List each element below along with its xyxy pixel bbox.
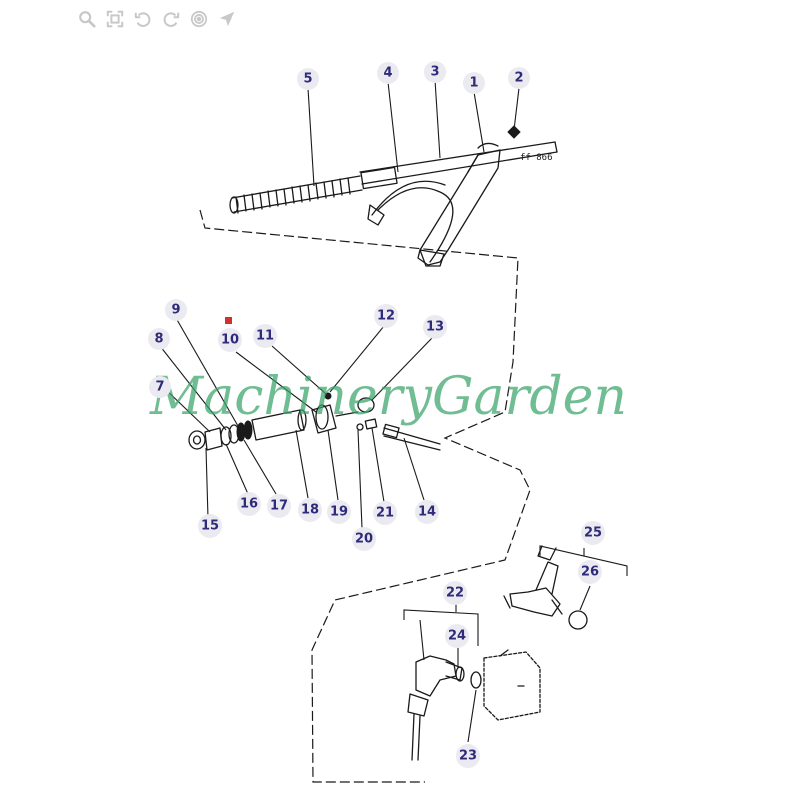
rotate-right-icon[interactable] [160, 8, 182, 30]
svg-text:25: 25 [584, 526, 602, 541]
callout-11[interactable]: 11 [253, 324, 277, 348]
callout-24[interactable]: 24 [445, 624, 469, 648]
viewer-toolbar [76, 8, 238, 30]
fit-screen-icon[interactable] [104, 8, 126, 30]
callout-18[interactable]: 18 [298, 498, 322, 522]
leader-lines [159, 79, 628, 743]
svg-text:4: 4 [383, 66, 392, 81]
svg-text:17: 17 [270, 499, 288, 514]
zoom-icon[interactable] [76, 8, 98, 30]
callout-15[interactable]: 15 [198, 514, 222, 538]
svg-text:23: 23 [459, 749, 477, 764]
callout-1[interactable]: 1 [463, 72, 485, 94]
svg-text:13: 13 [426, 320, 444, 335]
part-code-label: ff 866 [520, 153, 553, 163]
target-icon[interactable] [188, 8, 210, 30]
svg-text:16: 16 [240, 497, 258, 512]
callout-13[interactable]: 13 [423, 315, 447, 339]
svg-text:14: 14 [418, 505, 436, 520]
callout-2[interactable]: 2 [508, 67, 530, 89]
svg-text:2: 2 [514, 71, 523, 86]
callout-21[interactable]: 21 [373, 501, 397, 525]
svg-text:7: 7 [155, 380, 164, 395]
svg-text:24: 24 [448, 629, 466, 644]
callout-12[interactable]: 12 [374, 304, 398, 328]
callout-3[interactable]: 3 [424, 61, 446, 83]
svg-text:10: 10 [221, 333, 239, 348]
svg-text:11: 11 [256, 329, 274, 344]
spring [229, 175, 363, 214]
callout-25[interactable]: 25 [581, 521, 605, 545]
red-marker [225, 317, 232, 324]
svg-text:26: 26 [581, 565, 599, 580]
watermark-text: MachineryGarden [149, 367, 627, 427]
group-outline [199, 209, 531, 783]
pointer-icon[interactable] [216, 8, 238, 30]
callout-14[interactable]: 14 [415, 500, 439, 524]
callout-26[interactable]: 26 [578, 560, 602, 584]
svg-text:8: 8 [154, 332, 163, 347]
svg-text:18: 18 [301, 503, 319, 518]
callout-17[interactable]: 17 [267, 494, 291, 518]
callout-16[interactable]: 16 [237, 492, 261, 516]
svg-text:19: 19 [330, 505, 348, 520]
svg-text:20: 20 [355, 532, 373, 547]
callout-19[interactable]: 19 [327, 500, 351, 524]
rotate-left-icon[interactable] [132, 8, 154, 30]
callout-20[interactable]: 20 [352, 527, 376, 551]
svg-text:21: 21 [376, 506, 394, 521]
svg-text:5: 5 [303, 72, 312, 87]
callout-labels: 1 2 3 4 5 7 8 9 10 11 12 13 14 15 16 17 … [148, 61, 605, 768]
svg-text:12: 12 [377, 309, 395, 324]
callout-22[interactable]: 22 [443, 581, 467, 605]
callout-23[interactable]: 23 [456, 744, 480, 768]
svg-text:3: 3 [430, 65, 439, 80]
callout-4[interactable]: 4 [377, 62, 399, 84]
elbow-fitting [407, 649, 541, 761]
svg-text:9: 9 [171, 303, 180, 318]
svg-text:22: 22 [446, 586, 464, 601]
callout-10[interactable]: 10 [218, 328, 242, 352]
svg-text:1: 1 [469, 76, 478, 91]
svg-text:15: 15 [201, 519, 219, 534]
callout-8[interactable]: 8 [148, 328, 170, 350]
seal-assembly [188, 392, 441, 451]
shift-rod-assembly: ff 866 [229, 125, 558, 267]
tee-fitting [503, 545, 588, 630]
callout-9[interactable]: 9 [165, 299, 187, 321]
callout-7[interactable]: 7 [149, 376, 171, 398]
callout-5[interactable]: 5 [297, 68, 319, 90]
